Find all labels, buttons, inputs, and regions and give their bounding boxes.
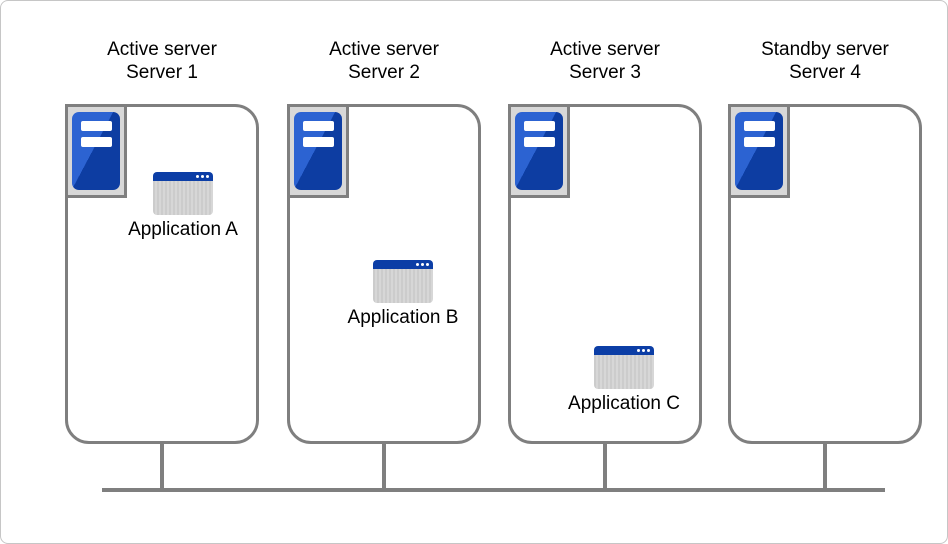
application-label: Application A	[128, 219, 238, 240]
server-role-label: Active server	[550, 39, 660, 60]
server-slot	[744, 121, 775, 131]
server-slot	[303, 121, 334, 131]
app-window-body	[153, 181, 213, 215]
application-b: Application B	[323, 260, 483, 329]
app-window-body	[594, 355, 654, 389]
server-slot	[744, 137, 775, 147]
tower-server-icon	[728, 104, 790, 198]
app-window-icon	[373, 260, 433, 303]
server-role-label: Active server	[107, 39, 217, 60]
network-connector-line	[382, 442, 386, 490]
window-dot	[647, 349, 650, 352]
app-window-titlebar	[373, 260, 433, 269]
server-tower-shape	[294, 112, 342, 190]
window-dot	[421, 263, 424, 266]
network-connector-line	[823, 442, 827, 490]
tower-server-icon	[287, 104, 349, 198]
server-name-label: Server 3	[569, 62, 641, 83]
network-connector-line	[603, 442, 607, 490]
application-c: Application C	[544, 346, 704, 415]
server-1-title: Active server Server 1	[45, 38, 279, 84]
server-2-title: Active server Server 2	[267, 38, 501, 84]
server-role-label: Standby server	[761, 39, 889, 60]
window-dot	[426, 263, 429, 266]
server-tower-shape	[515, 112, 563, 190]
window-dot	[637, 349, 640, 352]
server-name-label: Server 2	[348, 62, 420, 83]
window-dot	[201, 175, 204, 178]
app-window-body	[373, 269, 433, 303]
server-slot	[303, 137, 334, 147]
app-window-titlebar	[594, 346, 654, 355]
server-slot	[524, 121, 555, 131]
server-tower-shape	[72, 112, 120, 190]
server-tower-shape	[735, 112, 783, 190]
server-slot	[81, 137, 112, 147]
window-dot	[416, 263, 419, 266]
app-window-icon	[153, 172, 213, 215]
tower-server-icon	[508, 104, 570, 198]
server-role-label: Active server	[329, 39, 439, 60]
application-a: Application A	[103, 172, 263, 241]
server-slot	[524, 137, 555, 147]
window-dot	[206, 175, 209, 178]
window-dot	[642, 349, 645, 352]
application-label: Application C	[568, 393, 680, 414]
application-label: Application B	[347, 307, 459, 328]
window-dot	[196, 175, 199, 178]
tower-server-icon	[65, 104, 127, 198]
app-window-titlebar	[153, 172, 213, 181]
network-connector-line	[160, 442, 164, 490]
server-3-title: Active server Server 3	[488, 38, 722, 84]
server-name-label: Server 1	[126, 62, 198, 83]
server-4-title: Standby server Server 4	[708, 38, 942, 84]
server-slot	[81, 121, 112, 131]
server-name-label: Server 4	[789, 62, 861, 83]
network-bus-line	[102, 488, 885, 492]
app-window-icon	[594, 346, 654, 389]
